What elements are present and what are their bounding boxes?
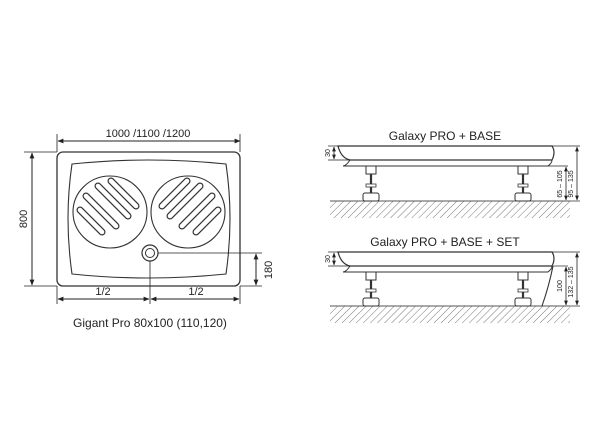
- leg-range-label: 65 – 105: [557, 170, 564, 197]
- top-view-caption: Gigant Pro 80x100 (110,120): [73, 316, 227, 330]
- leg-left-2: [362, 271, 380, 307]
- floor-hatch: [330, 201, 570, 218]
- tray-outline: [56, 151, 241, 287]
- rim-dim-label: 30: [325, 149, 332, 157]
- panel-dimension-label: 100: [557, 280, 564, 292]
- width-dimension-label: 1000 /1100 /1200: [106, 128, 191, 140]
- total-range-label-2: 132 – 135: [568, 266, 575, 297]
- side-view-base: Galaxy PRO + BASE 30 65 – 105: [325, 129, 580, 218]
- height-dimension-label: 800: [18, 210, 30, 228]
- front-panel-profile: [541, 265, 554, 307]
- leg-right-2: [514, 271, 532, 307]
- floor-hatch-2: [330, 306, 570, 323]
- total-range-label: 95 – 135: [568, 170, 575, 197]
- leg-left: [362, 165, 380, 202]
- tray-profile: [337, 145, 555, 161]
- rim-dim-label-2: 30: [325, 255, 332, 263]
- side-view-base-title: Galaxy PRO + BASE: [389, 129, 501, 143]
- drain-offset-label: 180: [263, 261, 275, 279]
- half-left-label: 1/2: [95, 286, 110, 298]
- top-view: 1000 /1100 /1200 800 180 1/2 1/2 Gigant …: [18, 128, 275, 330]
- right-pattern-oval: [150, 175, 226, 249]
- side-view-set-title: Galaxy PRO + BASE + SET: [370, 235, 520, 249]
- leg-right: [514, 165, 532, 202]
- tray-inner-outline: [67, 159, 231, 279]
- half-right-label: 1/2: [188, 286, 203, 298]
- side-view-set: Galaxy PRO + BASE + SET 30: [325, 235, 580, 323]
- tray-profile-2: [337, 251, 555, 267]
- left-pattern-oval: [72, 175, 148, 249]
- drain-icon: [141, 244, 159, 262]
